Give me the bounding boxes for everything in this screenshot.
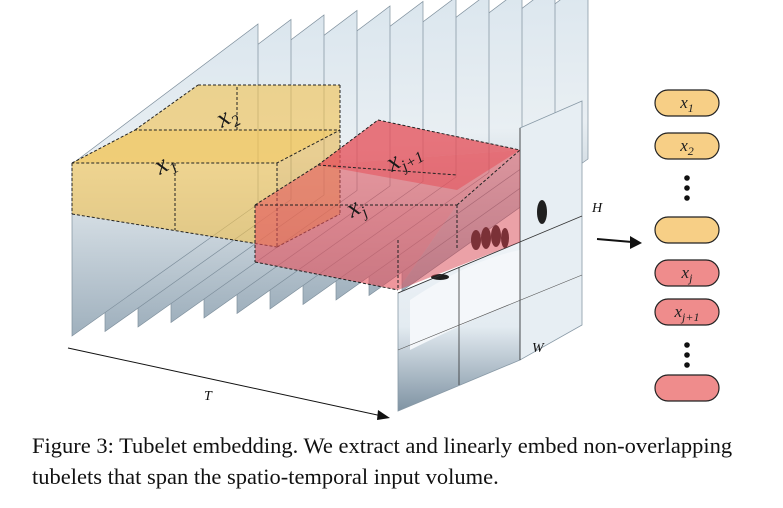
h-axis-label: H [591,201,603,216]
figure-caption: Figure 3: Tubelet embedding. We extract … [32,433,733,489]
token-4: xj [654,259,720,287]
token-6 [654,374,720,402]
token-1: x1 [654,89,720,117]
tubelet-embedding-figure: x1 x2 xj xj+1 T H W x1 x2 xj xj+1 [67,0,720,420]
token-2: x2 [654,132,720,160]
token-label: x1 [679,93,694,115]
embedding-arrow [596,236,642,249]
t-axis-label: T [204,389,213,404]
ellipsis-dot [684,362,690,368]
token-5: xj+1 [654,298,720,326]
t-axis-arrow [67,347,390,420]
tubelet-red [254,119,521,291]
ellipsis-dot [684,185,690,191]
ellipsis-dot [684,175,690,181]
w-axis-label: W [532,341,545,356]
ellipsis-dot [684,342,690,348]
token-3 [654,216,720,244]
token-label: xj+1 [674,302,700,324]
ellipsis-dot [684,352,690,358]
token-sequence: x1 x2 xj xj+1 [654,89,720,402]
ellipsis-dot [684,195,690,201]
token-label: xj [681,263,694,285]
token-label: x2 [679,136,694,158]
front-frame [397,100,583,412]
